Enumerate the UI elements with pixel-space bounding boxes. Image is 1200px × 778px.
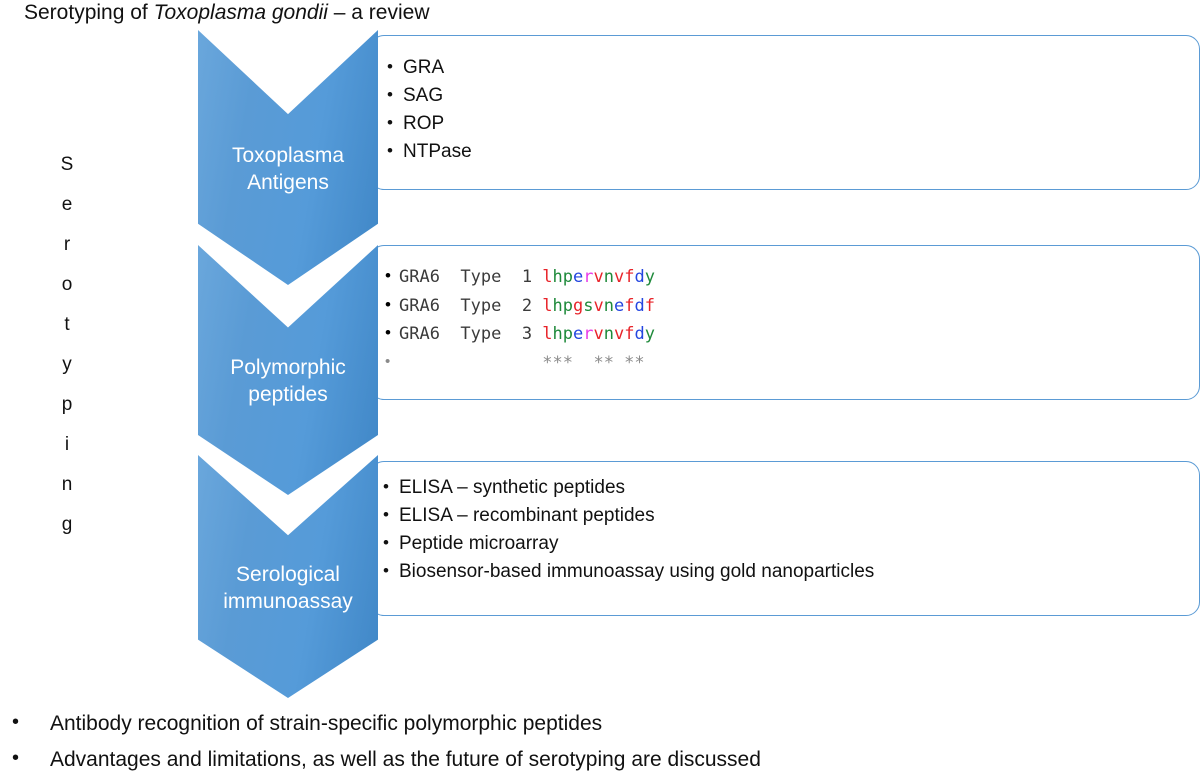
residue-9: d	[634, 295, 645, 316]
list-item: Advantages and limitations, as well as t…	[8, 740, 1108, 778]
chevron-arrow-1: Toxoplasma Antigens	[198, 30, 378, 285]
alignment-row: GRA6 Type 2 lhpgsvnefdf	[385, 291, 1199, 321]
list-item: Peptide microarray	[383, 529, 1199, 558]
conservation-asterisks: *** ** **	[542, 352, 655, 373]
residue-4: r	[583, 324, 594, 344]
residue-10: y	[644, 267, 656, 287]
residue-1: h	[552, 324, 563, 344]
vertical-label-letter-1: e	[61, 194, 73, 215]
residue-3: e	[573, 324, 584, 344]
chevron-3-label: Serological immunoassay	[199, 561, 377, 615]
alignment-row: GRA6 Type 3 lhpervnvfdy	[385, 319, 1199, 349]
list-item: NTPase	[387, 137, 1199, 166]
residue-5: v	[593, 267, 604, 287]
list-item: ELISA – synthetic peptides	[383, 473, 1199, 502]
list-item: Biosensor-based immunoassay using gold n…	[383, 557, 1199, 586]
title-suffix: – a review	[327, 1, 430, 24]
residue-5: v	[593, 295, 604, 316]
stage-2-content-box: GRA6 Type 1 lhpervnvfdy GRA6 Type 2 lhpg…	[370, 245, 1200, 400]
alignment-row-sequence: lhpervnvfdy	[542, 324, 655, 344]
residue-1: h	[552, 267, 563, 287]
alignment-row-sequence: lhpervnvfdy	[542, 267, 655, 287]
title-species-italic: Toxoplasma gondii	[153, 1, 328, 24]
residue-8: f	[624, 324, 635, 344]
footer-summary: Antibody recognition of strain-specific …	[8, 704, 1108, 778]
alignment-row-label: GRA6 Type 2	[399, 295, 543, 316]
chevron-2-label-line1: Polymorphic	[230, 356, 346, 379]
sequence-alignment-block: GRA6 Type 1 lhpervnvfdy GRA6 Type 2 lhpg…	[371, 246, 1199, 377]
chevron-3-label-line1: Serological	[236, 562, 340, 586]
residue-2: p	[562, 267, 574, 287]
vertical-label-letter-3: o	[61, 274, 73, 295]
residue-4: s	[583, 295, 594, 316]
residue-0: l	[542, 267, 553, 287]
alignment-row: GRA6 Type 1 lhpervnvfdy	[385, 262, 1199, 292]
chevron-2-label: Polymorphic peptides	[199, 354, 377, 408]
chevron-3-label-line2: immunoassay	[223, 589, 353, 613]
residue-2: p	[562, 295, 574, 316]
page-title: Serotyping of Toxoplasma gondii – a revi…	[24, 0, 429, 26]
alignment-conservation-row: *** ** **	[385, 348, 1199, 378]
list-item: ROP	[387, 109, 1199, 138]
residue-3: e	[573, 267, 584, 287]
alignment-row-label: GRA6 Type 3	[399, 324, 543, 344]
residue-6: n	[603, 295, 615, 316]
chevron-1-label: Toxoplasma Antigens	[199, 142, 377, 196]
vertical-label-letter-2: r	[63, 234, 71, 255]
residue-10: y	[644, 324, 656, 344]
list-item: SAG	[387, 81, 1199, 110]
vertical-label-letter-9: g	[61, 514, 73, 535]
residue-8: f	[624, 295, 635, 316]
stage-1-bullet-list: GRA SAG ROP NTPase	[371, 36, 1199, 166]
chevron-2-label-line2: peptides	[248, 383, 328, 406]
conservation-spacer	[399, 353, 542, 373]
residue-0: l	[542, 295, 553, 316]
residue-4: r	[583, 267, 594, 287]
title-prefix: Serotyping of	[24, 1, 154, 24]
vertical-label-letter-5: y	[62, 354, 72, 375]
residue-1: h	[552, 295, 563, 316]
residue-3: g	[573, 295, 584, 316]
alignment-row-label: GRA6 Type 1	[399, 267, 543, 287]
residue-7: v	[614, 324, 625, 344]
alignment-row-sequence: lhpgsvnefdf	[542, 296, 655, 316]
residue-2: p	[562, 324, 574, 344]
stage-3-content-box: ELISA – synthetic peptides ELISA – recom…	[370, 461, 1200, 616]
residue-9: d	[634, 324, 645, 344]
residue-5: v	[593, 324, 604, 344]
list-item: Antibody recognition of strain-specific …	[8, 704, 1108, 742]
vertical-label-letter-8: n	[61, 474, 73, 495]
vertical-label-letter-4: t	[64, 314, 70, 335]
residue-7: e	[614, 295, 625, 316]
footer-bullet-list: Antibody recognition of strain-specific …	[8, 704, 1108, 778]
residue-7: v	[614, 267, 625, 287]
list-item: GRA	[387, 53, 1199, 82]
residue-9: d	[634, 267, 645, 287]
residue-6: n	[603, 324, 615, 344]
stage-1-content-box: GRA SAG ROP NTPase	[370, 35, 1200, 190]
vertical-label-letter-6: p	[61, 394, 73, 415]
vertical-label-letter-0: S	[60, 154, 74, 175]
vertical-label-letter-7: i	[64, 434, 70, 455]
stage-3-bullet-list: ELISA – synthetic peptides ELISA – recom…	[371, 462, 1199, 586]
residue-0: l	[542, 324, 553, 344]
residue-10: f	[644, 295, 656, 316]
chevron-1-label-line1: Toxoplasma	[231, 143, 345, 167]
residue-8: f	[624, 267, 635, 287]
list-item: ELISA – recombinant peptides	[383, 501, 1199, 530]
chevron-1-label-line2: Antigens	[247, 170, 329, 194]
residue-6: n	[603, 267, 615, 287]
